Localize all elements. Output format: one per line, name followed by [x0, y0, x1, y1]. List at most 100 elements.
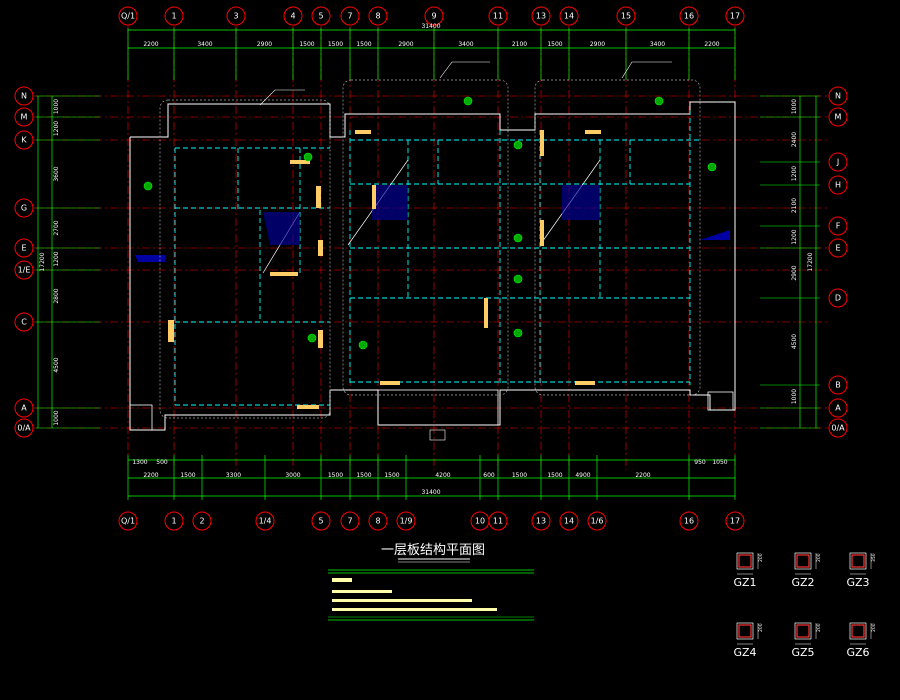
axis-bubble-top: 3 [226, 6, 246, 26]
axis-label: J [836, 158, 839, 167]
axis-label: 13 [536, 12, 546, 21]
axis-label: 16 [684, 12, 694, 21]
dimension-label: 2400 [791, 132, 798, 147]
axis-bubble-bottom: 1 [164, 511, 184, 531]
axis-bubble-top: 8 [368, 6, 388, 26]
axis-label: 11 [493, 12, 503, 21]
axis-label: 7 [347, 517, 352, 526]
axis-bubble-bottom: 1/6 [587, 511, 607, 531]
slab-marker [654, 96, 664, 106]
slab-marker [303, 152, 313, 162]
dimension-label: 2800 [53, 288, 60, 303]
axis-label: A [21, 404, 27, 413]
dimension-label: 1000 [53, 410, 60, 425]
axis-bubble-bottom: 7 [340, 511, 360, 531]
dimension-label: 4900 [575, 472, 590, 479]
dimension-label: 1500 [356, 472, 371, 479]
dimension-label: 2200 [635, 472, 650, 479]
axis-bubble-top: Q/1 [118, 6, 138, 26]
slab-marker [143, 181, 153, 191]
gz-label: GZ5 [791, 646, 814, 659]
axis-bubble-right: 0/A [828, 418, 848, 438]
notes-box [328, 569, 534, 621]
slab-marker [358, 340, 368, 350]
slab-markers [143, 96, 717, 350]
dimension-label: 2900 [257, 41, 272, 48]
dimension-label: 1050 [712, 459, 727, 466]
axis-label: 0/A [17, 424, 31, 433]
axis-bubble-left: G [14, 198, 34, 218]
axis-label: 9 [431, 12, 436, 21]
dimension-label: 1000 [791, 389, 798, 404]
dimension-label: 4200 [435, 472, 450, 479]
axis-bubble-bottom: 8 [368, 511, 388, 531]
gz-dim: 200 [758, 553, 764, 562]
dimension-label: 2200 [143, 41, 158, 48]
axis-label: 5 [318, 12, 323, 21]
dimension-label: 1000 [53, 99, 60, 114]
dimension-label: 1200 [53, 121, 60, 136]
dimension-label: 1500 [356, 41, 371, 48]
gz-dim: 200 [871, 623, 877, 632]
dimension-label: 2200 [143, 472, 158, 479]
dimension-label: 1500 [547, 41, 562, 48]
slab-marker [513, 274, 523, 284]
dimension-label: 4500 [53, 357, 60, 372]
dimension-label: 1500 [328, 41, 343, 48]
axis-bubble-bottom: 10 [470, 511, 490, 531]
axis-bubble-top: 5 [311, 6, 331, 26]
gz-dim: 350 [871, 553, 877, 562]
axis-label: 17 [730, 12, 740, 21]
dimension-label: 1500 [512, 472, 527, 479]
dimension-label: 4500 [791, 334, 798, 349]
axis-bubble-right: H [828, 175, 848, 195]
dimension-label: 2700 [53, 220, 60, 235]
axis-label: E [21, 244, 26, 253]
axis-bubble-top: 13 [531, 6, 551, 26]
axis-bubble-top: 1 [164, 6, 184, 26]
axis-bubble-left: E [14, 238, 34, 258]
axis-bubble-left: C [14, 312, 34, 332]
axis-label: A [835, 404, 841, 413]
drawing-title: 一层板结构平面图 [381, 543, 485, 558]
axis-label: H [835, 181, 841, 190]
slab-marker [513, 233, 523, 243]
axis-label: 13 [536, 517, 546, 526]
axis-bubble-left: A [14, 398, 34, 418]
dimension-label: 3400 [197, 41, 212, 48]
axis-label: 17 [730, 517, 740, 526]
axis-bubble-bottom: 2 [192, 511, 212, 531]
axis-label: 8 [375, 517, 380, 526]
axis-bubble-right: F [828, 216, 848, 236]
axis-bubble-right: E [828, 238, 848, 258]
axis-bubble-right: B [828, 375, 848, 395]
dimension-label: 1500 [547, 472, 562, 479]
axis-bubble-bottom: 11 [488, 511, 508, 531]
dimension-total: 17200 [807, 252, 814, 271]
axis-bubble-top: 4 [283, 6, 303, 26]
dimension-label: 2100 [791, 198, 798, 213]
axis-label: 3 [233, 12, 238, 21]
axis-label: 1 [171, 517, 176, 526]
slab-marker [463, 96, 473, 106]
axis-bubble-bottom: Q/1 [118, 511, 138, 531]
axis-label: 10 [475, 517, 485, 526]
axis-bubble-left: M [14, 107, 34, 127]
axis-bubble-bottom: 16 [679, 511, 699, 531]
dimension-label: 1500 [299, 41, 314, 48]
axis-label: N [835, 92, 841, 101]
axis-bubble-bottom: 13 [531, 511, 551, 531]
axis-bubble-top: 9 [424, 6, 444, 26]
axis-bubble-right: J [828, 152, 848, 172]
plan-walls [129, 61, 736, 441]
axis-label: 8 [375, 12, 380, 21]
axis-bubble-top: 15 [616, 6, 636, 26]
gz-label: GZ6 [846, 646, 869, 659]
axis-label: 1/6 [591, 517, 604, 526]
